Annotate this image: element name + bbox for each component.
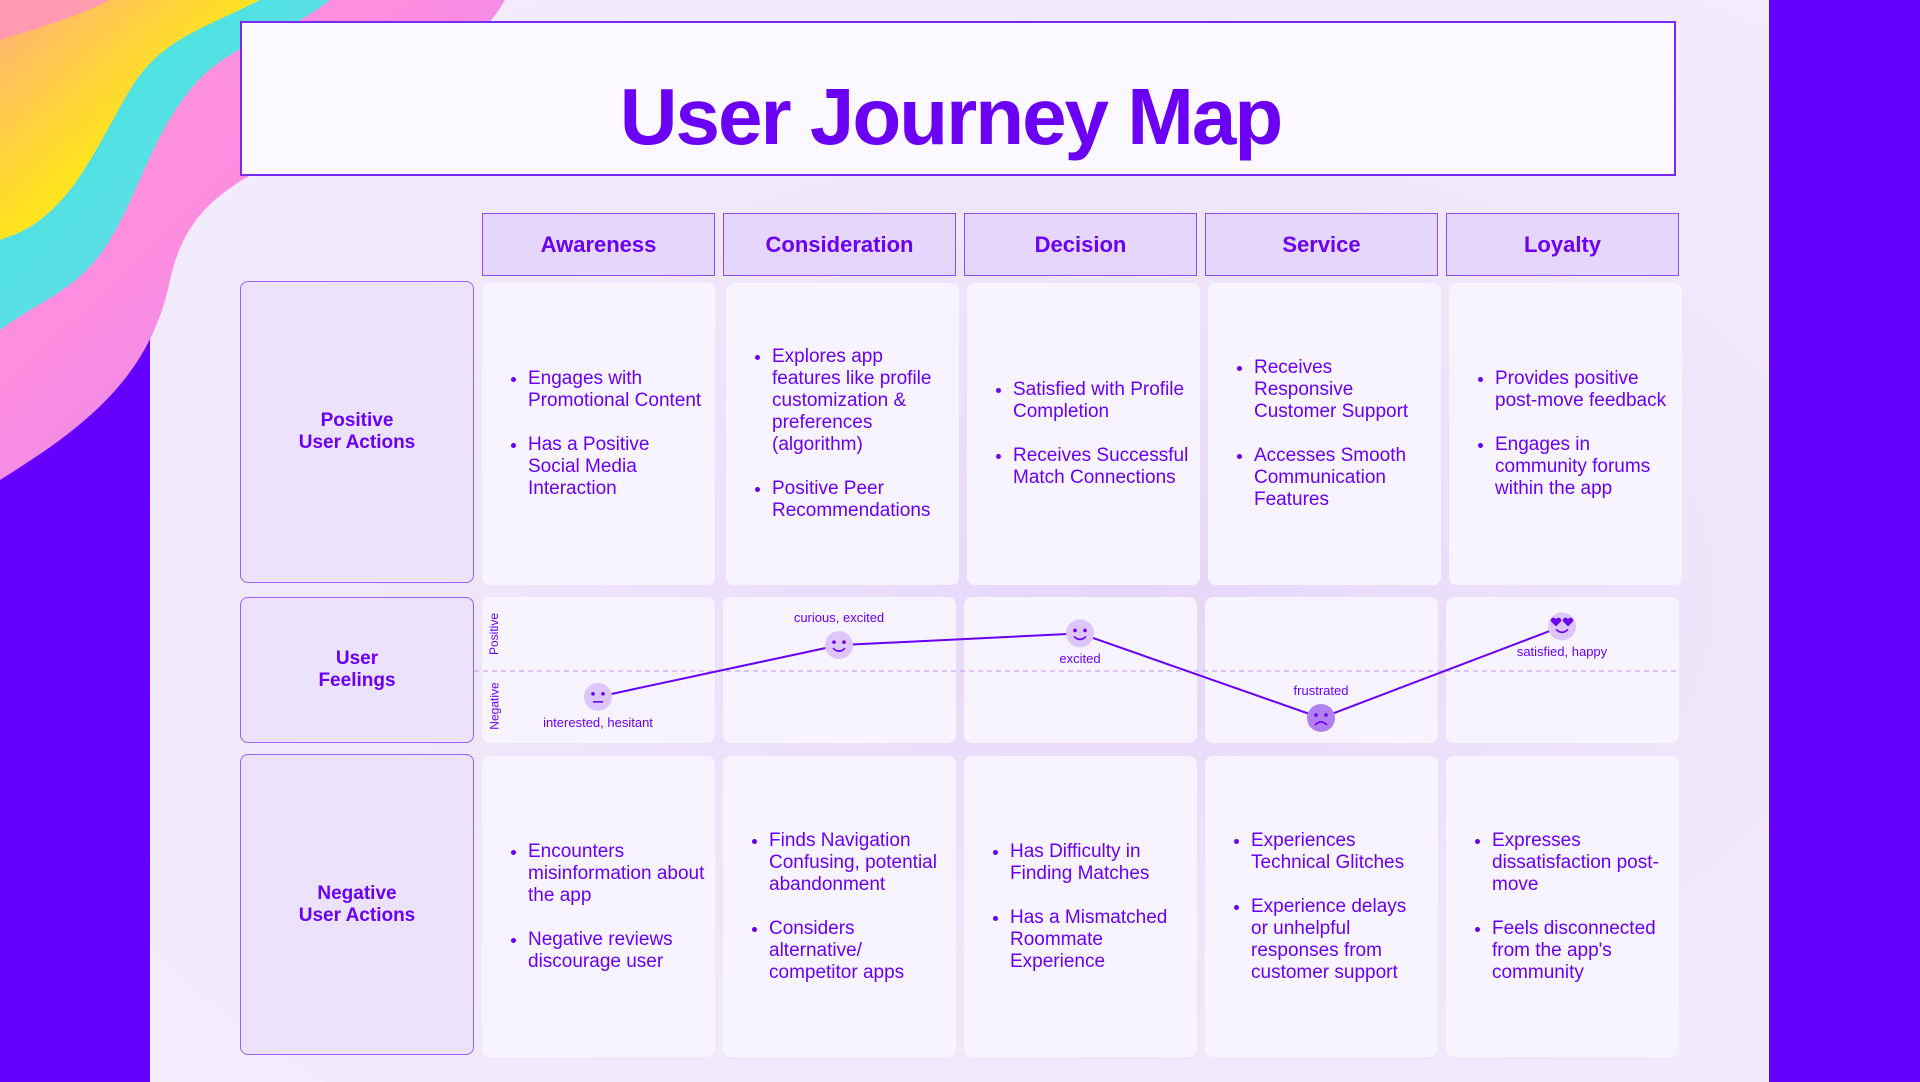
feeling-cell-loyalty <box>1446 597 1679 743</box>
feeling-cell-service <box>1205 597 1438 743</box>
feeling-label: excited <box>1059 651 1101 667</box>
positive-cell-awareness: Engages with Promotional ContentHas a Po… <box>482 283 715 585</box>
list-item: Satisfied with Profile Completion <box>1013 379 1190 423</box>
row-label-line: Positive <box>320 410 394 431</box>
stage-header-service: Service <box>1205 213 1438 276</box>
positive-cell-consideration: Explores app features like profile custo… <box>726 283 959 585</box>
stage-header-loyalty: Loyalty <box>1446 213 1679 276</box>
positive-cell-service: Receives Responsive Customer SupportAcce… <box>1208 283 1441 585</box>
list-item: Engages in community forums within the a… <box>1495 434 1672 500</box>
positive-cell-loyalty: Provides positive post-move feedbackEnga… <box>1449 283 1682 585</box>
title-box: User Journey Map <box>240 21 1676 176</box>
feeling-label: curious, excited <box>793 610 885 626</box>
axis-label-positive: Positive <box>487 612 502 656</box>
feeling-label: frustrated <box>1293 683 1349 698</box>
list-item: Finds Navigation Confusing, potential ab… <box>769 830 946 896</box>
stage-header-awareness: Awareness <box>482 213 715 276</box>
negative-cell-consideration: Finds Navigation Confusing, potential ab… <box>723 756 956 1057</box>
row-label-line: User <box>335 648 379 669</box>
list-item: Explores app features like profile custo… <box>772 346 949 456</box>
list-item: Receives Successful Match Connections <box>1013 445 1190 489</box>
list-item: Receives Responsive Customer Support <box>1254 357 1431 423</box>
list-item: Has Difficulty in Finding Matches <box>1010 841 1187 885</box>
list-item: Experiences Technical Glitches <box>1251 830 1428 874</box>
row-label-line: User Actions <box>298 904 416 926</box>
negative-cell-loyalty: Expresses dissatisfaction post-moveFeels… <box>1446 756 1679 1057</box>
list-item: Encounters misinformation about the app <box>528 841 705 907</box>
positive-cell-decision: Satisfied with Profile CompletionReceive… <box>967 283 1200 585</box>
list-item: Engages with Promotional Content <box>528 368 705 412</box>
list-item: Considers alternative/ competitor apps <box>769 918 946 984</box>
feeling-label: satisfied, happy <box>1516 644 1608 660</box>
feeling-cell-decision <box>964 597 1197 743</box>
list-item: Experience delays or unhelpful responses… <box>1251 896 1428 984</box>
page-title: User Journey Map <box>619 72 1284 161</box>
feeling-label: interested, hesitant <box>543 714 653 730</box>
row-label-line: Negative <box>317 882 397 904</box>
list-item: Negative reviews discourage user <box>528 929 705 973</box>
row-label-line: Feelings <box>318 670 396 691</box>
decorative-wave-blob <box>0 0 505 480</box>
stage-header-decision: Decision <box>964 213 1197 276</box>
list-item: Provides positive post-move feedback <box>1495 368 1672 412</box>
stage-header-consideration: Consideration <box>723 213 956 276</box>
negative-cell-service: Experiences Technical GlitchesExperience… <box>1205 756 1438 1057</box>
list-item: Feels disconnected from the app's commun… <box>1492 918 1669 984</box>
negative-cell-decision: Has Difficulty in Finding MatchesHas a M… <box>964 756 1197 1057</box>
list-item: Positive Peer Recommendations <box>772 478 949 522</box>
list-item: Accesses Smooth Communication Features <box>1254 445 1431 511</box>
list-item: Has a Mismatched Roommate Experience <box>1010 907 1187 973</box>
row-label-line: User Actions <box>298 432 416 453</box>
negative-cell-awareness: Encounters misinformation about the appN… <box>482 756 715 1057</box>
list-item: Expresses dissatisfaction post-move <box>1492 830 1669 896</box>
list-item: Has a Positive Social Media Interaction <box>528 434 705 500</box>
